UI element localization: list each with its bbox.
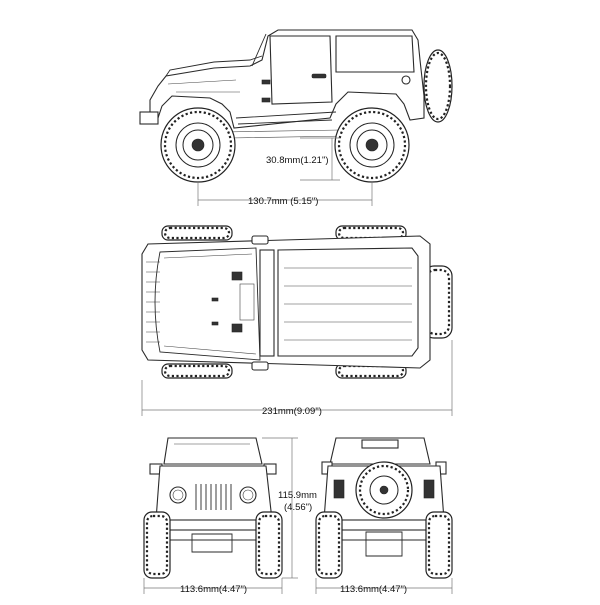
top-view [141, 225, 453, 379]
overall-length-dimension: 231mm(9.09") [141, 340, 453, 417]
wheelbase-dimension: 130.7mm (5.15") [197, 182, 373, 207]
rear-track-dimension: 113.6mm(4.47") [315, 578, 453, 595]
ground-clearance-dimension: 30.8mm(1.21") [266, 137, 340, 181]
front-track-label: 113.6mm(4.47") [180, 584, 247, 595]
height-dimension: 115.9mm (4.56") [262, 437, 317, 579]
front-view [143, 437, 283, 579]
overall-length-label: 231mm(9.09") [262, 406, 322, 417]
rear-track-label: 113.6mm(4.47") [340, 584, 407, 595]
side-view [139, 29, 453, 183]
ground-clearance-label: 30.8mm(1.21") [266, 155, 329, 166]
rear-view [315, 437, 453, 579]
wheelbase-label: 130.7mm (5.15") [248, 196, 318, 207]
height-mm-label: 115.9mm [278, 490, 317, 501]
front-track-dimension: 113.6mm(4.47") [143, 578, 283, 595]
height-in-label: (4.56") [284, 502, 312, 513]
